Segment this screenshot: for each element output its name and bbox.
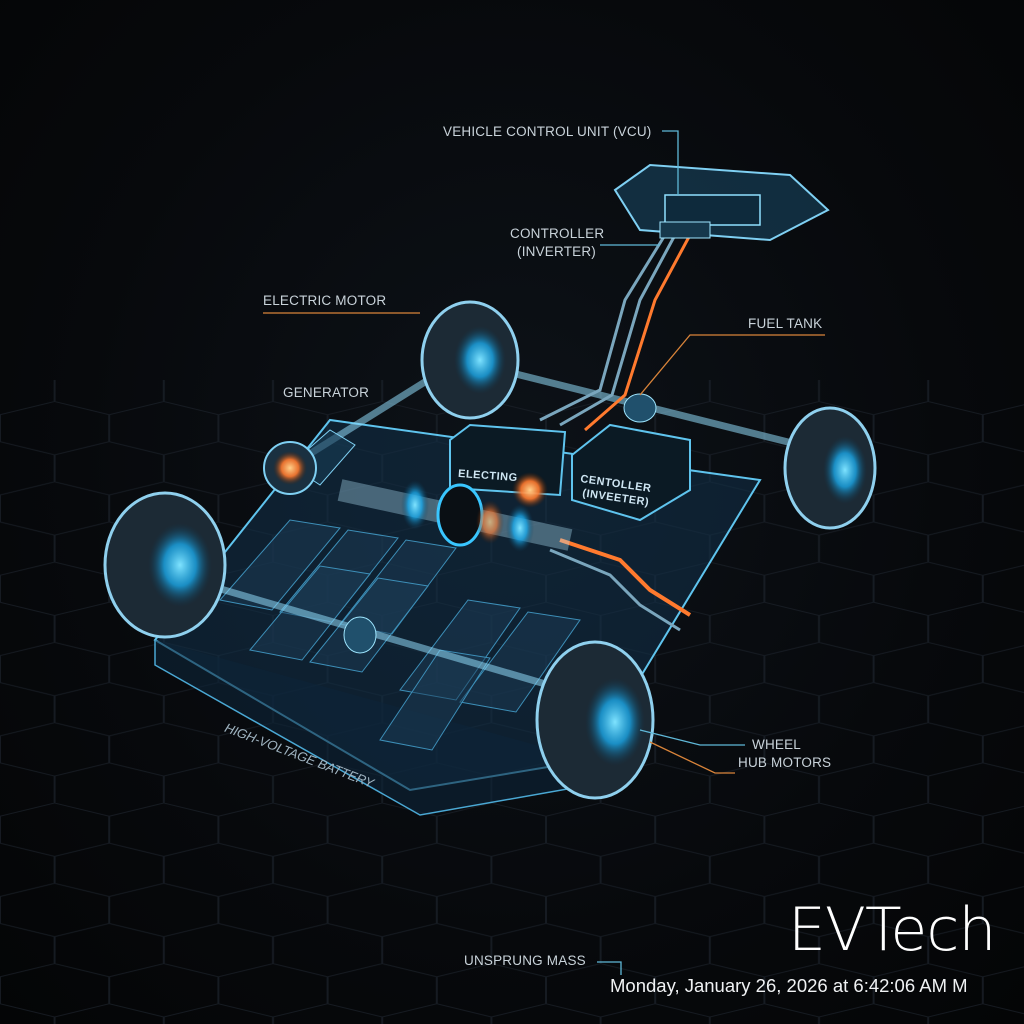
- label-generator: GENERATOR: [283, 385, 370, 400]
- leader-lines: [263, 130, 825, 975]
- gear-icon: [512, 472, 548, 508]
- label-controller-line1: CONTROLLER: [510, 226, 605, 241]
- label-fuel-tank: FUEL TANK: [748, 316, 823, 331]
- timestamp-suffix: M: [952, 975, 968, 996]
- label-unsprung-mass: UNSPRUNG MASS: [464, 953, 586, 968]
- label-controller-line2: (INVERTER): [517, 244, 597, 259]
- wheel-front-left: [103, 491, 227, 639]
- label-wheel-line1: WHEEL: [752, 737, 802, 752]
- controller-box: [571, 423, 691, 522]
- label-wheel-line2: HUB MOTORS: [738, 755, 832, 770]
- differential: [343, 616, 377, 654]
- wiring-harness: [539, 234, 692, 632]
- wheel-rear-left: [420, 300, 520, 420]
- electric-box: [449, 423, 567, 497]
- label-vcu: VEHICLE CONTROL UNIT (VCU): [443, 124, 652, 139]
- wheel-rear-right: [783, 406, 877, 530]
- timestamp: Monday, January 26, 2026 at 6:42:06 AM M: [610, 975, 968, 997]
- fuel-tank: [623, 393, 657, 423]
- timestamp-text: Monday, January 26, 2026 at 6:42:06 AM: [610, 975, 947, 996]
- vcu-unit: [613, 163, 830, 242]
- generator: [263, 429, 356, 495]
- label-electric-motor: ELECTRIC MOTOR: [263, 293, 387, 308]
- wheel-front-right: [535, 640, 655, 800]
- drive-motor: [337, 472, 573, 552]
- brand-logo: EVTech: [788, 895, 996, 965]
